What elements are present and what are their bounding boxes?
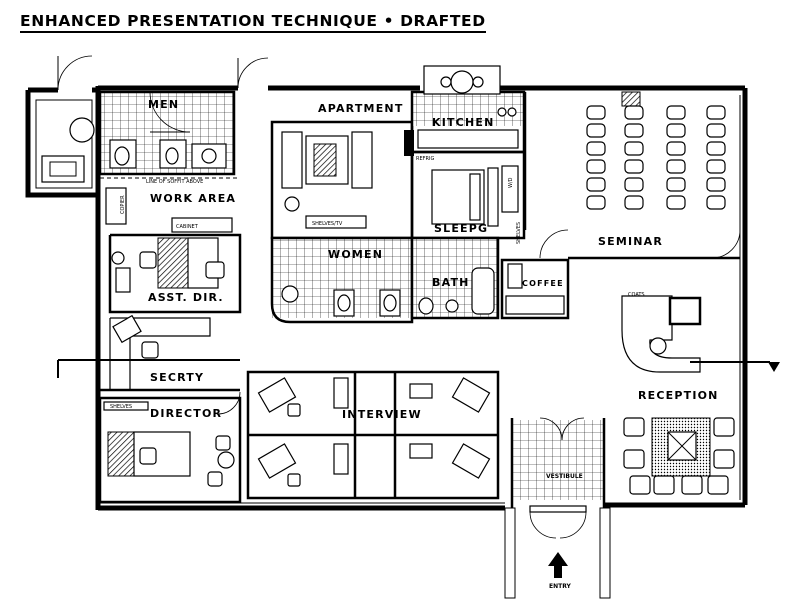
seminar-chair (666, 195, 686, 210)
reception-chair (707, 475, 729, 495)
reception-chair (713, 417, 735, 437)
entry-label: ENTRY (549, 583, 572, 590)
seminar-label: SEMINAR (598, 235, 663, 248)
seminar-room (523, 91, 741, 260)
seminar-chair (666, 159, 686, 174)
bath (410, 236, 500, 320)
seminar-chair (624, 195, 644, 210)
work-area-label: WORK AREA (150, 192, 236, 205)
interview-label: INTERVIEW (342, 408, 422, 421)
seminar-chair (706, 141, 726, 156)
cabinet-note: CABINET (176, 224, 199, 230)
women-restroom (270, 236, 414, 324)
reception-chair (623, 449, 645, 469)
reception-label: RECEPTION (638, 389, 719, 402)
seminar-chair (586, 141, 606, 156)
secretary-label: SECRTY (150, 371, 204, 384)
seminar-chair (586, 123, 606, 138)
seminar-chair (624, 177, 644, 192)
bath-label: BATH (432, 276, 470, 289)
seminar-chair (706, 195, 726, 210)
entry-arrow-icon (548, 552, 568, 578)
asst-dir-office (108, 233, 242, 314)
reception-arrow-icon (768, 362, 780, 372)
sleeping-label: SLEEPG (434, 222, 488, 235)
seminar-chair (706, 105, 726, 120)
seminar-chair (706, 123, 726, 138)
reception-chair (629, 475, 651, 495)
shelves-side-note: SHELVES (516, 222, 522, 244)
soffit-note: LINE OF SOFFIT ABOVE (146, 179, 203, 185)
coffee-label: COFFEE (522, 279, 564, 288)
refrig-note: REFRIG (416, 156, 434, 162)
seminar-chair (586, 177, 606, 192)
seminar-chair (586, 195, 606, 210)
utility-room (35, 99, 95, 189)
work-area (100, 177, 240, 233)
women-label: WOMEN (328, 248, 383, 261)
seminar-chair (586, 105, 606, 120)
men-restroom (98, 90, 236, 176)
seminar-chair (624, 159, 644, 174)
reception-chair (623, 417, 645, 437)
reception-chair (653, 475, 675, 495)
seminar-chair (666, 123, 686, 138)
interview-rooms (246, 370, 500, 500)
copier-note: COPIER (120, 195, 126, 214)
coats-note: COATS (628, 292, 645, 298)
drawing-title: ENHANCED PRESENTATION TECHNIQUE • DRAFTE… (20, 12, 486, 33)
director-label: DIRECTOR (150, 407, 222, 420)
reception-chair (681, 475, 703, 495)
shelves-note: SHELVES (110, 404, 132, 410)
seminar-chair (624, 123, 644, 138)
seminar-chairs (586, 105, 726, 210)
seminar-chair (666, 141, 686, 156)
coffee-room (500, 258, 570, 320)
seminar-chair (706, 159, 726, 174)
seminar-chair (666, 177, 686, 192)
reception-chair (713, 449, 735, 469)
vestibule (504, 417, 611, 599)
asst-dir-label: ASST. DIR. (148, 291, 224, 304)
reception-chairs (623, 417, 735, 495)
men-label: MEN (148, 98, 179, 111)
reception (621, 295, 770, 477)
seminar-chair (666, 105, 686, 120)
apartment-label: APARTMENT (318, 102, 404, 115)
kitchen (404, 65, 526, 156)
director-office (98, 391, 242, 504)
apartment (270, 120, 414, 240)
secretary-area (57, 314, 240, 392)
kitchen-label: KITCHEN (432, 116, 495, 129)
exterior-doors (57, 55, 269, 94)
vestibule-label: VESTIBULE (546, 473, 583, 480)
seminar-chair (706, 177, 726, 192)
seminar-chair (586, 159, 606, 174)
seminar-chair (624, 105, 644, 120)
shelves-tv-note: SHELVES/TV (312, 221, 343, 227)
washer-dryer-note: W/D (508, 177, 514, 188)
seminar-chair (624, 141, 644, 156)
